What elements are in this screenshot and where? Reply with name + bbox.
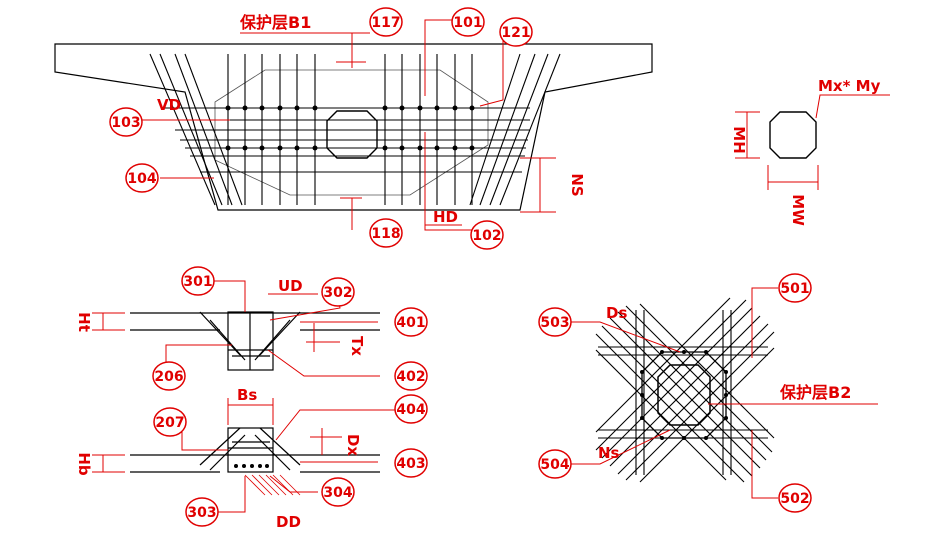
girder-rebar-dots: [225, 105, 475, 151]
callout-104: 104: [125, 163, 159, 193]
svg-text:121: 121: [501, 25, 530, 41]
callout-207: 207: [153, 407, 187, 437]
callout-121: 121: [499, 17, 533, 47]
callout-302: 302: [321, 277, 355, 307]
label-bs: Bs: [237, 386, 257, 404]
duct-outline: [769, 111, 817, 159]
svg-text:102: 102: [472, 228, 501, 244]
girder-annotations: [142, 19, 556, 231]
label-ns-dimension: NS: [568, 173, 586, 196]
label-vd: VD: [157, 96, 181, 114]
girder-vertical-rebars: [227, 54, 473, 205]
girder-hollow: [214, 69, 489, 196]
callout-403: 403: [394, 448, 428, 478]
girder-diagonal-rebars: [149, 53, 561, 206]
svg-text:403: 403: [396, 456, 425, 472]
svg-text:303: 303: [187, 505, 216, 521]
label-ds: Ds: [606, 304, 627, 322]
svg-text:404: 404: [396, 402, 425, 418]
label-cover-b1: 保护层B1: [239, 13, 311, 32]
girder-central-duct: [326, 110, 378, 159]
callout-301: 301: [181, 266, 215, 296]
svg-text:503: 503: [540, 315, 569, 331]
callout-304: 304: [321, 477, 355, 507]
label-cover-b2: 保护层B2: [779, 383, 851, 402]
svg-text:117: 117: [371, 15, 400, 31]
callout-404: 404: [394, 394, 428, 424]
label-tx: Tx: [348, 336, 366, 356]
lower-rebar-dots: [234, 464, 269, 468]
svg-text:103: 103: [111, 115, 140, 131]
callout-102: 102: [470, 220, 504, 250]
label-hb: Hb: [75, 452, 93, 476]
svg-text:502: 502: [780, 491, 809, 507]
callout-303: 303: [185, 497, 219, 527]
callout-206: 206: [152, 361, 186, 391]
label-ud: UD: [278, 277, 303, 295]
girder-outline: [54, 43, 653, 211]
svg-text:206: 206: [154, 369, 183, 385]
callout-501: 501: [778, 273, 812, 303]
svg-text:101: 101: [453, 15, 482, 31]
callout-401: 401: [394, 307, 428, 337]
box-girder-section: [54, 43, 653, 211]
svg-text:301: 301: [183, 274, 212, 290]
label-dd: DD: [276, 513, 301, 531]
diagonal-detail-duct: [657, 364, 711, 426]
callout-103: 103: [109, 107, 143, 137]
duct-detail: Mx* My MH MW: [730, 77, 890, 226]
svg-text:401: 401: [396, 315, 425, 331]
svg-text:302: 302: [323, 285, 352, 301]
label-ht: Ht: [75, 312, 93, 332]
callout-117: 117: [369, 7, 403, 37]
svg-text:207: 207: [155, 415, 184, 431]
svg-text:104: 104: [127, 171, 156, 187]
callout-503: 503: [538, 307, 572, 337]
callout-118: 118: [369, 218, 403, 248]
callout-504: 504: [538, 449, 572, 479]
label-dx: Dx: [344, 434, 362, 456]
upper-anchor-detail: [130, 311, 380, 371]
label-mw: MW: [789, 194, 807, 226]
diagonal-rebar-detail: [595, 297, 775, 483]
svg-text:501: 501: [780, 281, 809, 297]
diagonal-detail-dots: [640, 350, 728, 440]
callout-402: 402: [394, 361, 428, 391]
label-mx-my: Mx* My: [818, 77, 881, 95]
callout-101: 101: [451, 7, 485, 37]
svg-text:402: 402: [396, 369, 425, 385]
label-hd: HD: [433, 208, 458, 226]
label-ns: Ns: [598, 444, 620, 462]
svg-text:304: 304: [323, 485, 352, 501]
label-mh: MH: [730, 126, 748, 153]
diagonal-detail-annotations: [571, 287, 878, 499]
svg-text:504: 504: [540, 457, 569, 473]
svg-text:118: 118: [371, 226, 400, 242]
callout-502: 502: [778, 483, 812, 513]
